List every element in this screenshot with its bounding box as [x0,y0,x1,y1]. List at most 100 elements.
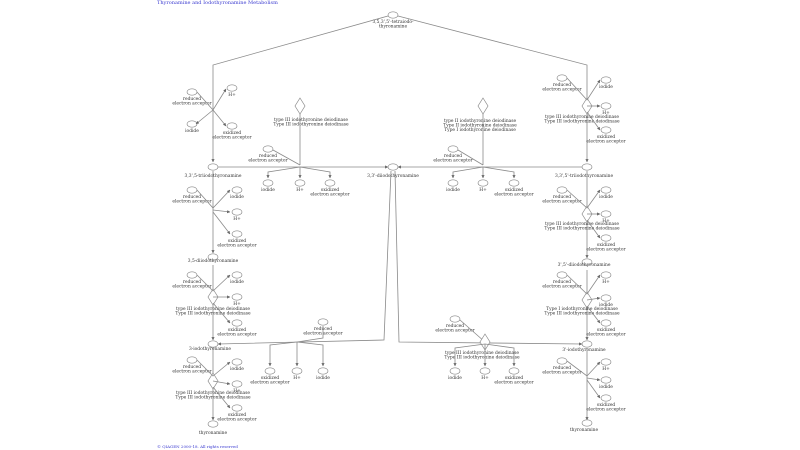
r11-iodide-node[interactable] [231,271,243,279]
edge-r7-c [586,379,601,399]
t2am35p-node[interactable] [581,258,593,266]
r8-reduced-node[interactable] [449,315,461,323]
edge-r9-iodide [296,341,325,367]
r11-oxidized-node[interactable] [231,319,243,327]
r9-iodide-node[interactable] [317,367,329,375]
r3-hplus-label: H+ [479,188,487,193]
r5-oxidized-label: electron acceptor [586,248,626,253]
rt3am-node[interactable] [581,163,593,171]
edge-r10-b [212,209,231,214]
dio-center-enzyme-label: Type I iodothyronine deiodinase [444,128,516,133]
dio-center-enzyme-label: type II iodothyronine deiodinase [444,119,517,124]
dio3-top-left-enzyme-label: type III iodothyronine deiodinase [274,118,348,123]
copyright-footer[interactable]: © QIAGEN 2000-18. All rights reserved [157,444,238,449]
r12-oxidized-node[interactable] [231,404,243,412]
dio3-right-2-enzyme-label: type III iodothyronine deiodinase [545,222,619,227]
r4-hplus-node[interactable] [600,102,612,110]
r7-hplus-node[interactable] [600,358,612,366]
r7-reduced-node[interactable] [556,357,568,365]
r3-iodide-node[interactable] [447,179,459,187]
r2-hplus-node[interactable] [294,179,306,187]
r5-reduced-node[interactable] [556,186,568,194]
left1-oxidized-node[interactable] [226,122,238,130]
r10-hplus-label: H+ [233,217,241,222]
edge-t4am-rt3am [397,15,589,163]
left1-reduced-node[interactable] [186,88,198,96]
r11-hplus-node[interactable] [231,293,243,301]
dio3-bottom-enzyme-label: type III iodothyronine deiodinase [445,351,519,356]
dio3-top-left-enzyme-label: Type III iodothyronine deiodinase [273,123,349,128]
r2-oxidized-node[interactable] [324,179,336,187]
r8-iodide-node[interactable] [449,367,461,375]
edge-r8-iodide [453,343,486,367]
left1-reduced-label: electron acceptor [172,102,212,107]
r9-reduced-label: electron acceptor [303,332,343,337]
r4-iodide-label: iodide [599,85,613,90]
edge-left1-a [196,88,227,111]
edge-r3-in [457,149,484,166]
r11-reduced-node[interactable] [186,271,198,279]
r2-reduced-node[interactable] [262,145,274,153]
t4am-node[interactable] [387,11,399,19]
r3-hplus-node[interactable] [477,179,489,187]
dio3-left-3-enzyme-label: type III iodothyronine deiodinase [176,391,250,396]
dio-center-enzyme[interactable] [477,97,489,115]
r3-oxidized-node[interactable] [508,179,520,187]
edge-r12-c [212,386,231,409]
r10-iodide-node[interactable] [231,186,243,194]
r5-reduced-label: reduced [553,195,571,200]
t0am-left-node[interactable] [207,420,219,428]
t1am-node[interactable] [207,340,219,348]
r10-oxidized-node[interactable] [231,230,243,238]
r7-oxidized-node[interactable] [600,394,612,402]
r6-iodide-node[interactable] [600,294,612,302]
r7-oxidized-label: oxidized [597,403,616,408]
r6-hplus-label: H+ [602,280,610,285]
t1amp-node[interactable] [581,340,593,348]
left1-hplus-node[interactable] [226,84,238,92]
dio3-right-top-enzyme-label: type III iodothyronine deiodinase [545,115,619,120]
edge-r4-c [586,111,601,131]
r12-iodide-node[interactable] [231,358,243,366]
r6-reduced-label: electron acceptor [542,285,582,290]
r9-reduced-node[interactable] [317,318,329,326]
r12-hplus-node[interactable] [231,380,243,388]
r4-reduced-node[interactable] [556,74,568,82]
edge-r2-oxid [299,166,332,179]
edge-r6-a [566,274,601,295]
r5-iodide-node[interactable] [600,186,612,194]
dio13-right-enzyme-label: Type III iodothyronine deiodinase [544,312,620,317]
r10-hplus-node[interactable] [231,208,243,216]
r7-iodide-node[interactable] [600,376,612,384]
r6-iodide-label: iodide [599,303,613,308]
r8-oxidized-node[interactable] [508,367,520,375]
r12-oxidized-label: electron acceptor [217,418,257,423]
t2am35-node[interactable] [207,253,219,261]
left1-oxidized-label: oxidized [223,131,242,136]
t3am-node[interactable] [207,163,219,171]
edge-r3-iodide [451,166,484,179]
t2am33-node[interactable] [387,163,399,171]
r9-hplus-node[interactable] [291,367,303,375]
r9-oxidized-label: oxidized [261,376,280,381]
r6-hplus-node[interactable] [600,271,612,279]
r2-iodide-node[interactable] [262,179,274,187]
pathway-title[interactable]: Thyronamine and Iodothyronamine Metaboli… [157,0,278,6]
rt3am-label: 3,3',5'-triiodothyronamine [555,174,613,179]
r4-oxidized-node[interactable] [600,126,612,134]
r5-hplus-node[interactable] [600,210,612,218]
r9-oxidized-node[interactable] [264,367,276,375]
dio3-bottom-enzyme-label: Type III iodothyronine deiodinase [444,356,520,361]
r6-oxidized-node[interactable] [600,319,612,327]
r6-reduced-node[interactable] [556,271,568,279]
left1-iodide-node[interactable] [186,120,198,128]
r5-oxidized-node[interactable] [600,234,612,242]
t0am-right-node[interactable] [581,419,593,427]
r8-hplus-node[interactable] [479,367,491,375]
r4-iodide-node[interactable] [600,76,612,84]
r10-reduced-node[interactable] [186,186,198,194]
dio3-top-left-enzyme[interactable] [294,97,306,115]
r12-reduced-node[interactable] [186,356,198,364]
t4am-label: thyronamine [379,25,408,30]
r3-reduced-node[interactable] [447,145,459,153]
